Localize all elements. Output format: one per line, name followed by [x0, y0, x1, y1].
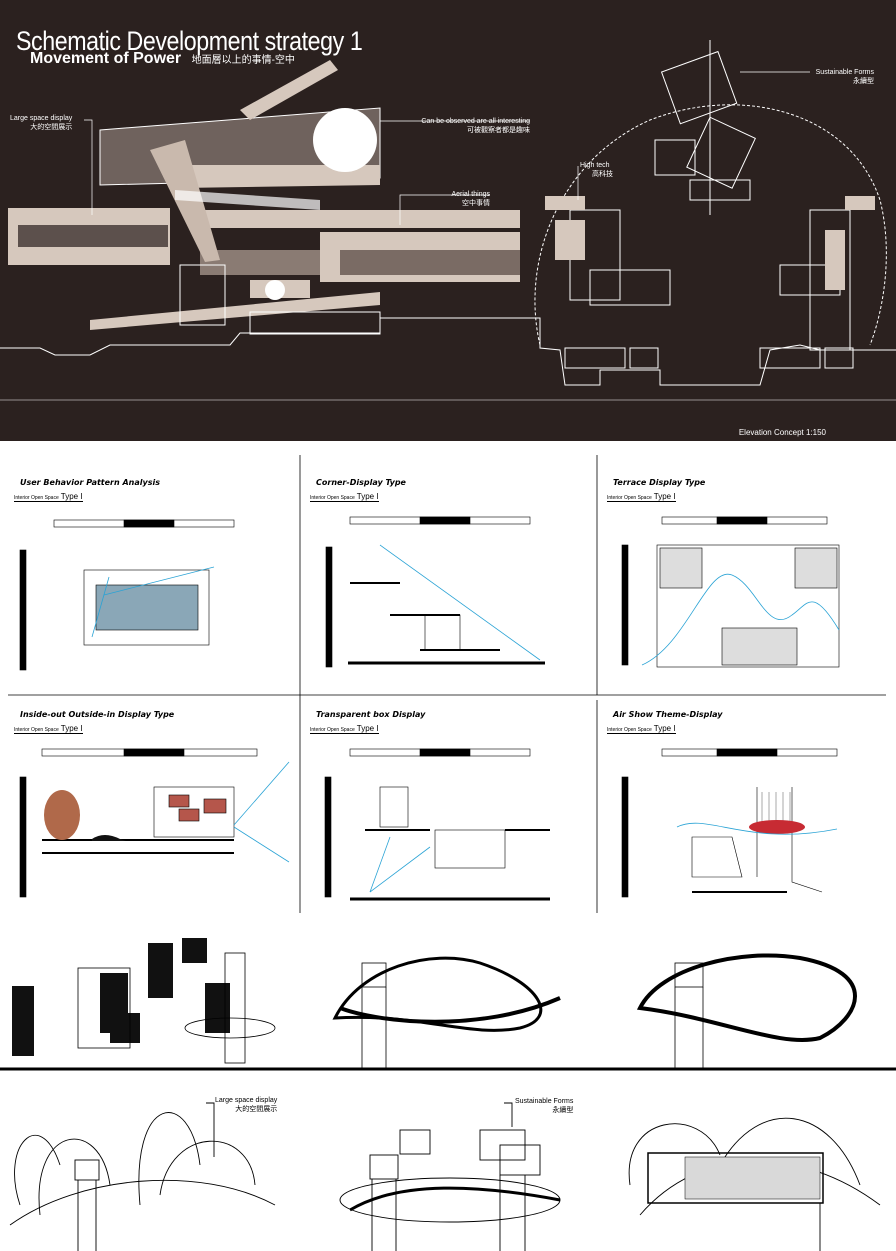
panel-drawing — [324, 748, 550, 901]
label-large-space: Large space display 大的空間展示 — [10, 114, 72, 132]
panel-title: Air Show Theme-Display — [613, 710, 723, 719]
panel-transparent-box: Transparent box Display Interior Open Sp… — [310, 687, 597, 907]
label-large-space-en: Large space display — [10, 115, 73, 122]
panel-type-prefix: Interior Open Space — [607, 727, 652, 733]
label-aerial-en: Aerial things — [451, 191, 490, 198]
panel-type-prefix: Interior Open Space — [14, 495, 59, 501]
panel-title: Transparent box Display — [316, 710, 426, 719]
sketch-row-1 — [0, 928, 896, 1071]
sketch-row-2-drawing — [9, 1102, 881, 1251]
tree — [44, 790, 80, 840]
label-hightech-cn: 高科技 — [592, 171, 613, 178]
sketch-row-1-drawing — [0, 938, 896, 1071]
sketch-label-large-space-cn: 大的空間展示 — [235, 1106, 278, 1113]
elevation-section: Schematic Development strategy 1 Movemen… — [0, 0, 896, 441]
display-type-grid: User Behavior Pattern Analysis Interior … — [0, 455, 896, 915]
panel-drawing — [621, 516, 840, 668]
subtitle-en: Movement of Power — [30, 50, 182, 67]
label-aerial: Aerial things 空中事情 — [440, 190, 490, 208]
panel-type-value: Type I — [60, 724, 83, 733]
sketch-label-large-space-en: Large space display — [215, 1097, 278, 1104]
label-hightech: High tech 高科技 — [580, 161, 613, 179]
subtitle-cn: 地面層以上的事情-空中 — [191, 55, 295, 66]
label-sustainable: Sustainable Forms 永續型 — [800, 68, 874, 86]
label-sustainable-en: Sustainable Forms — [815, 69, 874, 76]
label-observe: Can be observed are all interesting 可被觀察… — [410, 117, 530, 135]
panel-drawing — [19, 519, 235, 671]
label-large-space-cn: 大的空間展示 — [30, 124, 73, 131]
panel-user-behavior: User Behavior Pattern Analysis Interior … — [14, 455, 301, 675]
panel-air-show: Air Show Theme-Display Interior Open Spa… — [607, 687, 894, 907]
panel-type-value: Type I — [653, 724, 676, 733]
panel-drawing — [325, 516, 545, 668]
label-aerial-cn: 空中事情 — [462, 200, 490, 207]
panel-type-value: Type I — [356, 492, 379, 501]
label-observe-cn: 可被觀察者都是趣味 — [467, 127, 530, 134]
panel-type-prefix: Interior Open Space — [310, 727, 355, 733]
panel-type-value: Type I — [60, 492, 83, 501]
panel-title: User Behavior Pattern Analysis — [20, 478, 160, 487]
page-subtitle: Movement of Power 地面層以上的事情-空中 — [30, 50, 295, 68]
sketch-label-sustainable-en: Sustainable Forms — [515, 1098, 574, 1105]
panel-title: Corner-Display Type — [316, 478, 406, 487]
elevation-caption: Elevation Concept 1:150 — [738, 428, 826, 437]
panel-type-prefix: Interior Open Space — [310, 495, 355, 501]
panel-title: Inside-out Outside-in Display Type — [20, 710, 175, 719]
label-observe-en: Can be observed are all interesting — [421, 118, 530, 125]
panel-drawing — [621, 748, 838, 898]
panel-drawing — [19, 748, 290, 898]
elevation-drawing — [0, 40, 896, 401]
label-hightech-en: High tech — [580, 162, 610, 169]
panel-type-value: Type I — [356, 724, 379, 733]
panel-type-value: Type I — [653, 492, 676, 501]
grid-dividers — [8, 455, 886, 913]
panel-terrace-display: Terrace Display Type Interior Open Space… — [607, 455, 894, 675]
sketch-label-sustainable-cn: 永續型 — [552, 1107, 574, 1114]
panel-title: Terrace Display Type — [613, 478, 706, 487]
sketch-label-sustainable: Sustainable Forms 永續型 — [515, 1097, 573, 1115]
sketch-label-large-space: Large space display 大的空間展示 — [215, 1096, 277, 1114]
panel-inside-out: Inside-out Outside-in Display Type Inter… — [14, 687, 301, 907]
label-sustainable-cn: 永續型 — [853, 78, 874, 85]
sketch-row-2: Large space display 大的空間展示 Sustainable F… — [0, 1085, 896, 1251]
panel-type-prefix: Interior Open Space — [14, 727, 59, 733]
panel-type-prefix: Interior Open Space — [607, 495, 652, 501]
page-title: Schematic Development strategy 1 — [16, 26, 363, 56]
